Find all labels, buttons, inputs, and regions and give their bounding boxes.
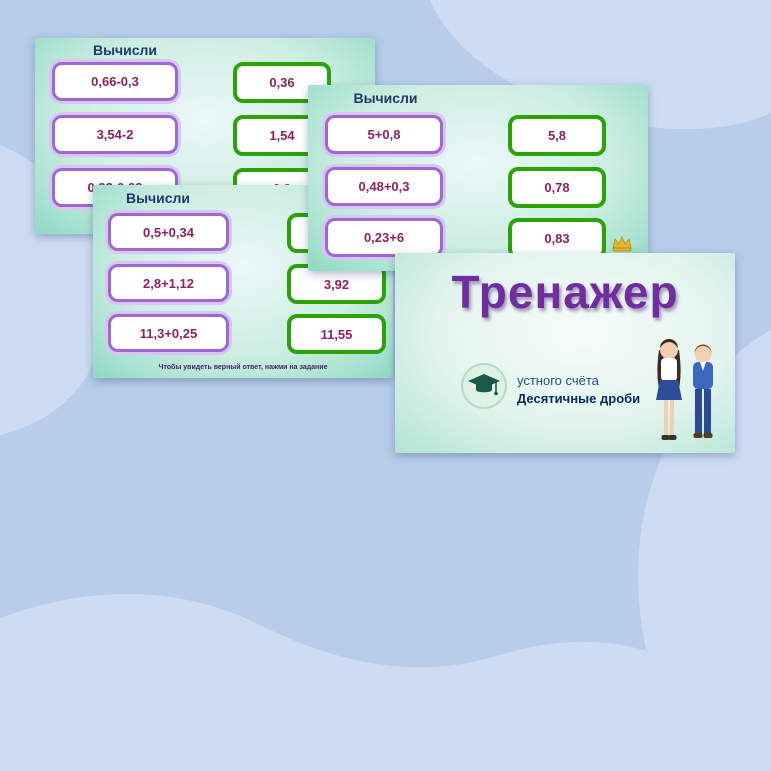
graduation-cap-icon [468,374,500,396]
problem-card[interactable]: 0,5+0,34 [108,213,229,251]
slide-title: Вычисли [353,90,418,106]
topic-text: Десятичные дроби [517,391,641,406]
slide-title: Вычисли [92,42,158,58]
problem-card[interactable]: 0,23+6 [325,218,443,257]
answer-card[interactable]: 5,8 [508,115,606,156]
title-slide[interactable]: Тренажер устного счёта Десятичные дроби [395,253,735,453]
students-illustration [656,339,713,440]
problem-card[interactable]: 11,3+0,25 [108,314,229,352]
problem-card[interactable]: 0,66-0,3 [52,62,178,101]
slide-calc-2[interactable]: Вычисли 5+0,8 0,48+0,3 0,23+6 5,8 0,78 0… [308,85,648,271]
main-title: Тренажер [451,266,679,318]
subtitle-text: устного счёта [517,373,599,388]
problem-card[interactable]: 3,54-2 [52,115,178,154]
boy-figure [693,344,713,438]
hint-text: Чтобы увидеть верный ответ, нажми на зад… [158,364,328,371]
slide-title: Вычисли [125,190,191,206]
problem-card[interactable]: 2,8+1,12 [108,264,229,302]
answer-card[interactable]: 11,55 [287,314,386,354]
crown-icon [612,236,632,252]
problem-card[interactable]: 5+0,8 [325,115,443,154]
problem-card[interactable]: 0,48+0,3 [325,167,443,206]
girl-figure [656,339,682,440]
answer-card[interactable]: 0,78 [508,167,606,208]
cap-badge [461,363,507,409]
